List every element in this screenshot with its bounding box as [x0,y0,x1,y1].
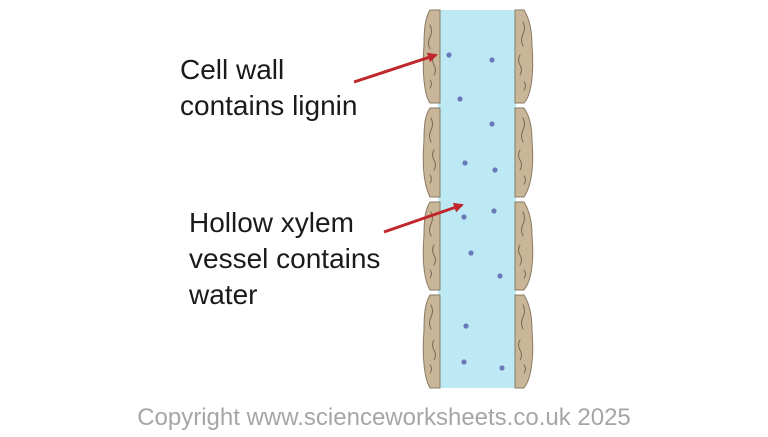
water-molecules [446,52,505,371]
xylem-vessel-label: Hollow xylem vessel contains water [189,205,380,313]
xylem-label-line2: vessel contains [189,243,381,274]
xylem-lumen [438,10,516,388]
xylem-arrow [383,202,464,234]
lignin-texture [428,21,526,374]
cell-wall-label: Cell wall contains lignin [180,52,357,124]
copyright-notice: Copyright www.scienceworksheets.co.uk 20… [137,404,631,431]
left-cell-wall [422,9,441,389]
xylem-label-line3: water [189,279,258,310]
cell-wall-label-line1: Cell wall [180,54,285,85]
cell-wall-arrow [353,52,438,84]
cell-wall-label-line2: contains lignin [180,90,358,121]
right-cell-wall [514,9,534,389]
xylem-label-line1: Hollow xylem [189,207,354,238]
